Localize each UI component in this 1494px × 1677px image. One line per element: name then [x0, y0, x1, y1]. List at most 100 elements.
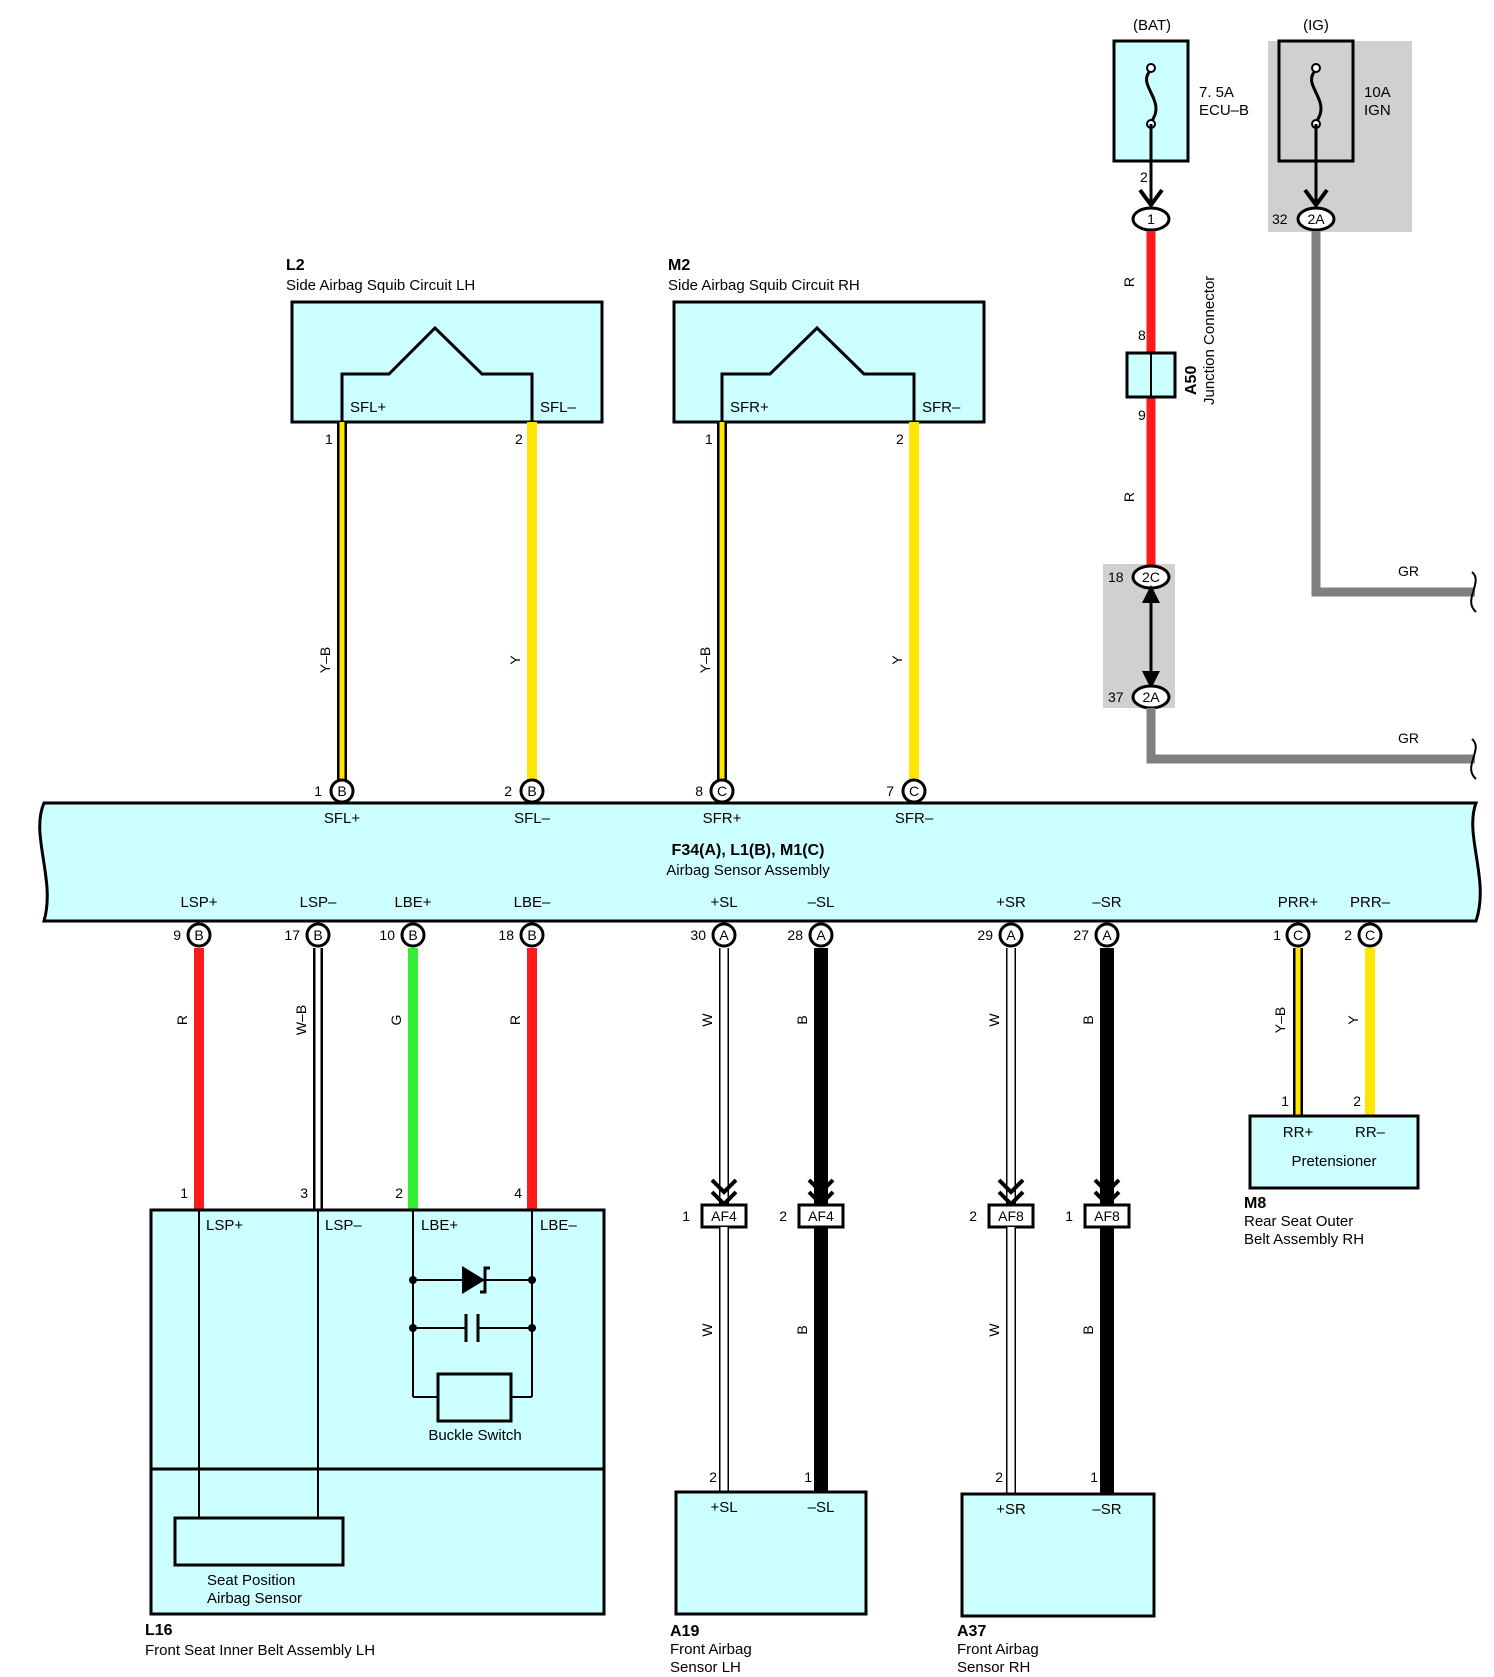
svg-text:10: 10	[379, 927, 395, 943]
junction-name: Junction Connector	[1201, 276, 1218, 405]
squib-lh-box	[290, 300, 604, 424]
wire-plus-sr-label: W	[986, 1013, 1002, 1027]
wire-prr-plus-label: Y–B	[1272, 1007, 1288, 1033]
svg-text:–SL: –SL	[808, 894, 835, 911]
squib-lh-pin2: 2	[515, 431, 523, 447]
airbag-sensor-assembly	[38, 801, 1482, 923]
pretensioner-line2: Belt Assembly RH	[1244, 1231, 1364, 1248]
junction-2a-pin: 37	[1108, 689, 1124, 705]
pretensioner-code: M8	[1244, 1195, 1266, 1212]
sensor-rh-conn-b-label: AF8	[1094, 1208, 1120, 1224]
ecu-terminal-sfl-plus: B 1 SFL+	[314, 778, 361, 827]
svg-text:1: 1	[1273, 927, 1281, 943]
ecu-bottom-terminals: LSP+ B 9 LSP– B 17 LBE+ B 10 LBE– B 18 +…	[173, 894, 1391, 948]
svg-text:C: C	[717, 783, 727, 799]
ecu-terminal-minus-sl: –SL A 28	[787, 894, 835, 948]
gr-wire-bottom	[1146, 708, 1475, 764]
sensor-lh-conn-a-label: AF4	[711, 1208, 737, 1224]
pretensioner-pin1: 1	[1281, 1093, 1289, 1109]
sensor-rh-wire-plus-label: W	[986, 1323, 1002, 1337]
sensor-rh-pin-plus: 2	[995, 1469, 1003, 1485]
svg-text:A: A	[816, 927, 826, 943]
svg-text:SFR–: SFR–	[895, 810, 934, 827]
wire-plus-sl-label: W	[699, 1013, 715, 1027]
squib-lh-plus: SFL+	[350, 399, 387, 416]
bat-pin: 2	[1140, 169, 1148, 185]
sensor-rh-pin-b: 1	[1065, 1208, 1073, 1224]
squib-lh-wire1-label: Y–B	[317, 647, 333, 673]
squib-rh-plus: SFR+	[730, 399, 769, 416]
belt-lh-label-lsp-minus: LSP–	[325, 1217, 362, 1234]
svg-text:30: 30	[690, 927, 706, 943]
ig-fuse-rating: 10A	[1364, 84, 1391, 101]
junction-2c-label: 2C	[1142, 569, 1160, 585]
svg-text:C: C	[909, 783, 919, 799]
squib-rh-pin2: 2	[896, 431, 904, 447]
svg-text:A: A	[1006, 927, 1016, 943]
belt-lh-pin2: 2	[395, 1185, 403, 1201]
wire-lsp-plus-label: R	[174, 1015, 190, 1025]
wire-lbe-plus-label: G	[388, 1015, 404, 1026]
squib-rh-wire1-label: Y–B	[697, 647, 713, 673]
svg-text:27: 27	[1073, 927, 1089, 943]
gr-wire-top-label: GR	[1398, 563, 1419, 579]
svg-text:1: 1	[314, 783, 322, 799]
sensor-lh-minus: –SL	[808, 1499, 835, 1516]
wire-minus-sl-label: B	[794, 1015, 810, 1024]
wire-lsp-minus-label: W–B	[293, 1005, 309, 1035]
ig-connector-pin: 2A	[1307, 211, 1325, 227]
sensor-rh-wire-minus-label: B	[1080, 1325, 1096, 1334]
ig-pin: 32	[1272, 211, 1288, 227]
ecu-code: F34(A), L1(B), M1(C)	[672, 842, 825, 859]
ig-fuse-icon	[1310, 68, 1323, 123]
bat-connector-pin: 1	[1147, 211, 1155, 227]
ecu-terminal-sfl-minus: B 2 SFL–	[504, 778, 551, 827]
ig-supply-label: (IG)	[1303, 17, 1329, 34]
svg-text:28: 28	[787, 927, 803, 943]
sensor-lh-plus: +SL	[710, 1499, 737, 1516]
gr-wire-top	[1311, 231, 1475, 597]
belt-lh-code: L16	[145, 1622, 173, 1639]
svg-text:B: B	[194, 927, 203, 943]
svg-text:+SL: +SL	[710, 894, 737, 911]
ecu-terminal-lsp-minus: LSP– B 17	[284, 894, 337, 948]
belt-lh-name: Front Seat Inner Belt Assembly LH	[145, 1642, 375, 1659]
sensor-lh-wire-plus-label: W	[699, 1323, 715, 1337]
sensor-lh-wire-minus-label: B	[794, 1325, 810, 1334]
svg-text:LSP–: LSP–	[300, 894, 337, 911]
ecu-name: Airbag Sensor Assembly	[666, 862, 830, 879]
ecu-terminal-minus-sr: –SR A 27	[1073, 894, 1122, 948]
pretensioner-line1: Rear Seat Outer	[1244, 1213, 1353, 1230]
squib-rh-pin1: 1	[705, 431, 713, 447]
bat-fuse-rating: 7. 5A	[1199, 84, 1234, 101]
svg-text:C: C	[1365, 927, 1375, 943]
wire-lbe-minus-label: R	[507, 1015, 523, 1025]
ecu-terminal-sfr-minus: C 7 SFR–	[886, 778, 934, 827]
junction-pin-top: 8	[1138, 327, 1146, 343]
svg-text:7: 7	[886, 783, 894, 799]
svg-text:PRR+: PRR+	[1278, 894, 1319, 911]
junction-wire-bottom: R	[1121, 492, 1137, 502]
sensor-rh-pin-minus: 1	[1090, 1469, 1098, 1485]
belt-lh-pin4: 4	[514, 1185, 522, 1201]
sensor-lh-conn-b-label: AF4	[808, 1208, 834, 1224]
squib-lh-minus: SFL–	[540, 399, 577, 416]
squib-lh-wire2-label: Y	[507, 655, 523, 665]
squib-lh-code: L2	[286, 257, 305, 274]
ecu-terminal-prr-plus: PRR+ C 1	[1273, 894, 1319, 948]
svg-text:2: 2	[1344, 927, 1352, 943]
svg-text:SFL+: SFL+	[324, 810, 361, 827]
ig-connector	[1296, 206, 1336, 232]
svg-text:2: 2	[504, 783, 512, 799]
ig-fuse-name: IGN	[1364, 102, 1391, 119]
svg-text:SFL–: SFL–	[514, 810, 551, 827]
svg-text:A: A	[1102, 927, 1112, 943]
sensor-lh-pin-b: 2	[779, 1208, 787, 1224]
svg-text:C: C	[1293, 927, 1303, 943]
svg-text:B: B	[527, 783, 536, 799]
gr-wire-bottom-label: GR	[1398, 730, 1419, 746]
junction-pin-bottom: 9	[1138, 407, 1146, 423]
svg-text:B: B	[337, 783, 346, 799]
svg-text:B: B	[527, 927, 536, 943]
belt-lh-pin1: 1	[180, 1185, 188, 1201]
